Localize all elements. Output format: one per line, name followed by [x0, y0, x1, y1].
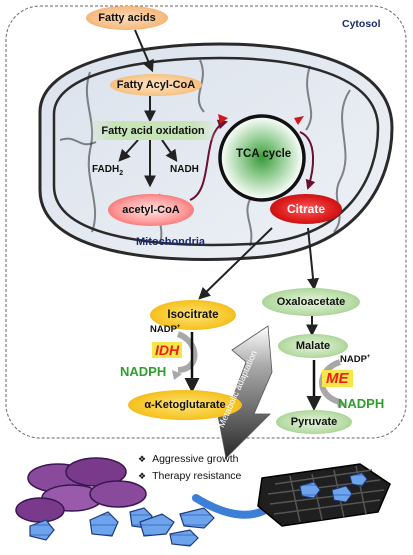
citrate-label: Citrate — [286, 202, 325, 216]
fatty-acyl-coa-node: Fatty Acyl-CoA — [110, 74, 202, 96]
cytosol-boundary — [5, 5, 407, 439]
citrate-node: Citrate — [270, 194, 342, 224]
nadp-left-base: NADP — [150, 324, 177, 336]
bullet-item: ❖ Therapy resistance — [138, 470, 241, 487]
oxaloacetate-node: Oxaloacetate — [262, 288, 360, 316]
nadp-right-sup: + — [366, 354, 371, 360]
cell-cluster-left — [15, 457, 153, 541]
alpha-ketoglutarate-node: α-Ketoglutarate — [128, 390, 242, 420]
arrow-to-fadh2 — [118, 139, 139, 162]
fadh2-label: FADH2 — [92, 164, 123, 177]
nadp-left-sup: + — [176, 324, 181, 330]
nadph-left-label: NADPH — [120, 364, 167, 379]
pyruvate-node: Pyruvate — [276, 410, 352, 434]
isocitrate-label: Isocitrate — [167, 309, 219, 321]
malate-node: Malate — [278, 334, 348, 358]
arrow-citrate-to-isocitrate — [198, 227, 273, 300]
nadp-right-label: NADP+ — [340, 354, 370, 365]
bullet-item: ❖ Aggressive growth — [138, 453, 241, 470]
cell-cluster-right — [257, 463, 391, 527]
tca-cycle — [218, 114, 306, 202]
oxaloacetate-label: Oxaloacetate — [276, 296, 346, 308]
mitochondrion-outline — [38, 42, 394, 261]
fatty-acid-oxidation-node: Fatty acid oxidation — [88, 121, 218, 140]
nadph-right-label: NADPH — [338, 396, 385, 411]
fatty-acid-oxidation-label: Fatty acid oxidation — [101, 124, 205, 137]
bullet-text: Aggressive growth — [152, 453, 239, 465]
tca-arrowhead-2 — [294, 116, 304, 125]
alpha-ketoglutarate-label: α-Ketoglutarate — [144, 399, 226, 411]
adaptation-bullets: ❖ Aggressive growth ❖ Therapy resistance — [138, 453, 241, 487]
acetyl-coa-node: acetyl-CoA — [108, 194, 194, 226]
pathway-arrows — [118, 29, 320, 337]
acetyl-coa-label: acetyl-CoA — [122, 204, 180, 216]
idh-enzyme-label: IDH — [152, 342, 183, 358]
nadh-label: NADH — [170, 164, 199, 175]
tca-cycle-label: TCA cycle — [236, 148, 292, 160]
metabolic-adaptation-arrow — [213, 325, 273, 459]
fatty-acyl-coa-label: Fatty Acyl-CoA — [116, 79, 196, 91]
nadp-to-nadph-left-arrow — [176, 331, 198, 373]
me-enzyme-label: ME — [322, 370, 353, 387]
arrow-to-nadh — [161, 139, 178, 162]
tca-arrowhead-1 — [218, 114, 228, 124]
arrow-fattyacids-to-acylcoa — [134, 29, 154, 73]
arrow-tca-to-citrate — [299, 131, 316, 190]
bullet-text: Therapy resistance — [152, 470, 242, 482]
fatty-acids-node: Fatty acids — [86, 6, 168, 30]
diamond-bullet-icon: ❖ — [138, 454, 147, 464]
mitochondria-label: Mitochondria — [136, 236, 206, 248]
fadh2-subscript: 2 — [119, 170, 124, 177]
isocitrate-node: Isocitrate — [150, 300, 236, 330]
cell-cluster-middle — [139, 490, 288, 547]
arrow-acetylcoa-to-tca — [189, 119, 228, 201]
fatty-acids-label: Fatty acids — [98, 12, 156, 24]
nadp-right-base: NADP — [340, 354, 367, 366]
nadp-left-label: NADP+ — [150, 324, 180, 335]
arrow-citrate-to-oxaloacetate — [307, 227, 320, 291]
malate-label: Malate — [295, 340, 331, 352]
pyruvate-label: Pyruvate — [290, 416, 338, 428]
diamond-bullet-icon: ❖ — [138, 471, 147, 481]
cytosol-label: Cytosol — [342, 18, 381, 30]
fadh2-base: FADH — [92, 164, 120, 175]
